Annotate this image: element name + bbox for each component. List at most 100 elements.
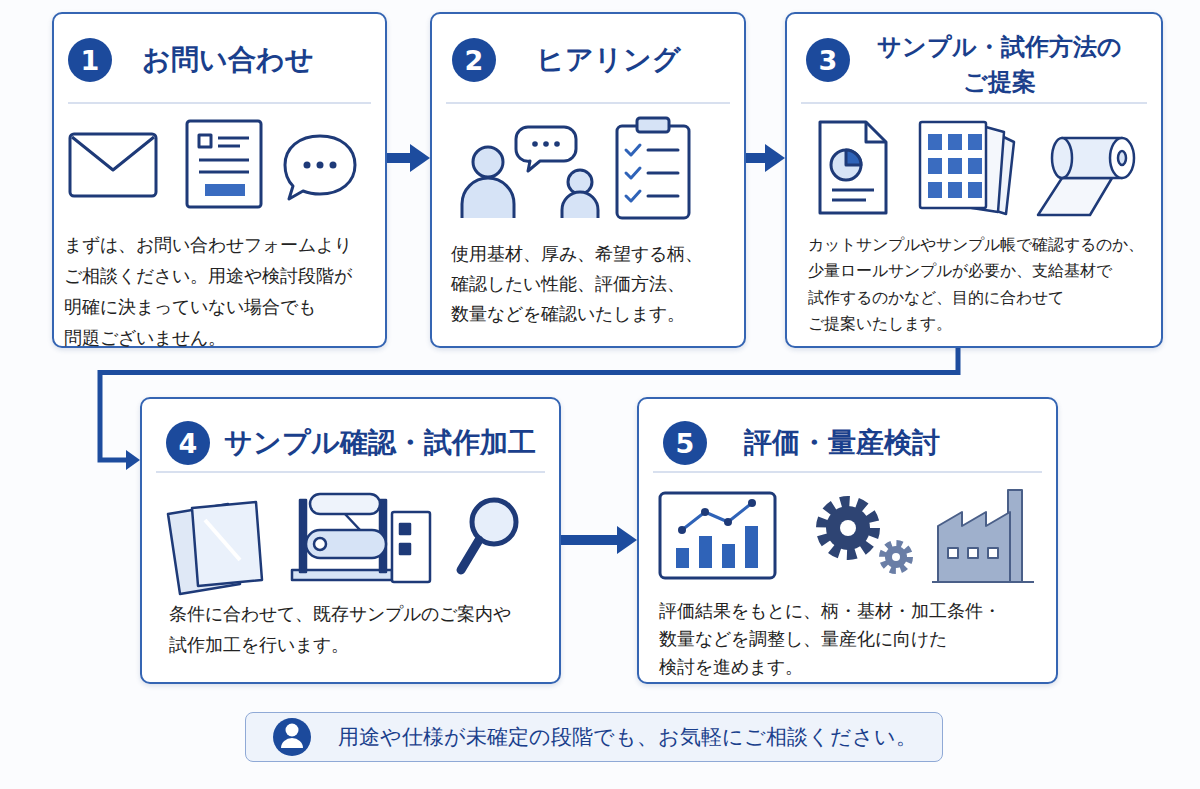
coating-machine-icon	[300, 500, 306, 572]
step-number-circle: 2	[452, 38, 496, 82]
report-icon	[820, 122, 886, 213]
gears-icon	[892, 553, 900, 561]
form-icon	[205, 184, 245, 196]
gears-icon	[840, 520, 856, 536]
sample-book-icon	[920, 122, 986, 208]
number-circle-shape	[663, 421, 707, 465]
flow-arrow	[746, 153, 765, 163]
divider-line	[156, 471, 545, 473]
step-title: お問い合わせ	[142, 42, 387, 78]
checklist-icon	[626, 191, 640, 201]
step-description: 使用基材、厚み、希望する柄、 確認したい性能、評価方法、 数量などを確認いたしま…	[451, 239, 736, 329]
step-box: サンプル確認・試作加工条件に合わせて、既存サンプルのご案内や 試作加工を行います…	[140, 397, 561, 684]
step-number-circle: 5	[663, 421, 707, 465]
divider-line	[446, 102, 730, 104]
number-circle-shape	[806, 38, 850, 82]
factory-icon	[932, 581, 1034, 583]
chart-icon	[701, 508, 709, 516]
gears-icon	[826, 506, 870, 550]
people-icon	[543, 141, 549, 147]
gears-icon	[822, 502, 874, 554]
step-title: サンプル・試作方法の ご提案	[849, 30, 1149, 100]
chat-bubble-icon	[285, 136, 355, 199]
note-text: 用途や仕様が未確定の段階でも、お気軽にご相談ください。	[338, 724, 928, 751]
sample-book-icon	[972, 124, 1004, 212]
coating-machine-icon	[400, 524, 410, 534]
chat-bubble-icon	[317, 162, 324, 169]
report-icon	[820, 122, 886, 213]
report-icon	[832, 189, 874, 192]
coating-machine-icon	[310, 494, 380, 514]
people-icon	[568, 170, 592, 194]
step-title: ヒアリング	[536, 42, 736, 78]
people-icon	[462, 127, 598, 218]
divider-line	[653, 471, 1042, 473]
checklist-icon	[617, 126, 689, 218]
coating-machine-icon	[292, 570, 392, 580]
checklist-icon	[648, 149, 678, 152]
person-badge-icon	[273, 718, 311, 756]
film-roll-icon	[1118, 151, 1126, 165]
sample-book-icon	[948, 134, 962, 150]
divider-line	[68, 102, 371, 104]
film-sheets-icon	[168, 502, 262, 594]
form-icon	[199, 159, 249, 162]
film-sheets-icon	[205, 520, 240, 560]
chart-icon	[678, 526, 686, 534]
sample-book-icon	[948, 182, 962, 198]
step-number: 4	[166, 421, 210, 465]
film-roll-icon	[1038, 138, 1134, 215]
chart-icon	[699, 536, 712, 568]
coating-machine-icon	[292, 494, 430, 582]
note-band: 用途や仕様が未確定の段階でも、お気軽にご相談ください。	[245, 712, 943, 762]
factory-icon	[988, 548, 998, 558]
film-roll-icon	[1062, 138, 1122, 178]
chart-icon	[682, 503, 752, 530]
factory-icon	[1008, 490, 1022, 582]
sample-book-icon	[968, 158, 982, 174]
film-roll-icon	[1052, 138, 1072, 178]
step-description: カットサンプルやサンプル帳で確認するのか、 少量ロールサンプルが必要か、支給基材…	[808, 232, 1160, 338]
person-badge-icon	[273, 718, 311, 756]
step-title: 評価・量産検討	[744, 425, 1044, 461]
number-circle-shape	[166, 421, 210, 465]
checklist-icon	[626, 168, 640, 178]
people-icon	[462, 178, 514, 218]
sample-book-icon	[968, 182, 982, 198]
sample-book-icon	[968, 134, 982, 150]
number-circle-shape	[68, 38, 112, 82]
flow-arrow	[561, 535, 617, 545]
factory-icon	[968, 548, 978, 558]
gears-icon	[885, 546, 907, 568]
coating-machine-icon	[345, 514, 360, 530]
step-box: サンプル・試作方法の ご提案カットサンプルやサンプル帳で確認するのか、 少量ロー…	[785, 12, 1163, 348]
coating-machine-icon	[392, 512, 430, 582]
sample-book-icon	[920, 122, 1014, 214]
flow-arrow	[387, 153, 410, 163]
step-description: 評価結果をもとに、柄・基材・加工条件・ 数量などを調整し、量産化に向けた 検討を…	[659, 597, 1039, 681]
envelope-icon	[70, 134, 156, 196]
step-box: 評価・量産検討評価結果をもとに、柄・基材・加工条件・ 数量などを調整し、量産化に…	[637, 397, 1058, 684]
step-description: 条件に合わせて、既存サンプルのご案内や 試作加工を行います。	[169, 599, 549, 661]
gears-icon	[822, 502, 909, 570]
chat-bubble-icon	[285, 136, 355, 199]
chart-icon	[660, 493, 775, 578]
magnifier-icon	[472, 500, 516, 544]
flow-arrow	[100, 348, 958, 460]
coating-machine-icon	[380, 500, 386, 572]
checklist-icon	[648, 195, 678, 198]
form-icon	[218, 145, 240, 148]
step-number: 2	[452, 38, 496, 82]
people-icon	[554, 141, 560, 147]
chart-icon	[660, 493, 775, 578]
report-icon	[831, 150, 861, 180]
checklist-icon	[617, 118, 689, 218]
form-icon	[187, 121, 261, 207]
sample-book-icon	[928, 158, 942, 174]
step-number: 3	[806, 38, 850, 82]
chat-bubble-icon	[304, 162, 311, 169]
sample-book-icon	[980, 128, 1014, 214]
form-icon	[199, 135, 211, 147]
film-roll-icon	[1038, 178, 1112, 215]
